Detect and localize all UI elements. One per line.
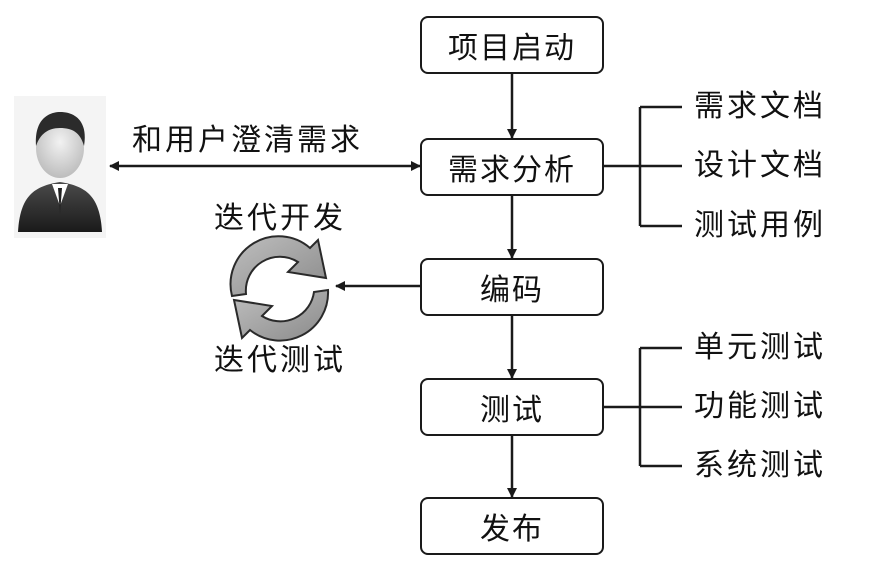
step-coding-label: 编码 bbox=[480, 273, 544, 308]
step-testing: 测试 bbox=[420, 378, 604, 436]
iteration-develop-label: 迭代开发 bbox=[214, 201, 346, 236]
step-release-label: 发布 bbox=[480, 512, 544, 547]
iteration-cycle-icon bbox=[229, 235, 330, 342]
output-design-doc: 设计文档 bbox=[694, 148, 826, 183]
step-coding: 编码 bbox=[420, 258, 604, 316]
step-testing-label: 测试 bbox=[480, 393, 544, 428]
step-requirement-analysis-label: 需求分析 bbox=[448, 153, 576, 188]
step-project-start: 项目启动 bbox=[420, 16, 604, 74]
test-types-bracket bbox=[604, 346, 682, 468]
test-unit: 单元测试 bbox=[694, 330, 826, 365]
user-avatar-icon bbox=[14, 96, 106, 238]
analysis-outputs-bracket bbox=[604, 105, 682, 228]
output-test-cases: 测试用例 bbox=[694, 208, 826, 243]
test-system: 系统测试 bbox=[694, 448, 826, 483]
step-project-start-label: 项目启动 bbox=[448, 31, 576, 66]
user-clarify-label: 和用户澄清需求 bbox=[132, 123, 363, 158]
output-requirements-doc: 需求文档 bbox=[694, 89, 826, 124]
step-release: 发布 bbox=[420, 497, 604, 555]
iteration-test-label: 迭代测试 bbox=[214, 343, 346, 378]
test-functional: 功能测试 bbox=[694, 389, 826, 424]
step-requirement-analysis: 需求分析 bbox=[420, 138, 604, 196]
